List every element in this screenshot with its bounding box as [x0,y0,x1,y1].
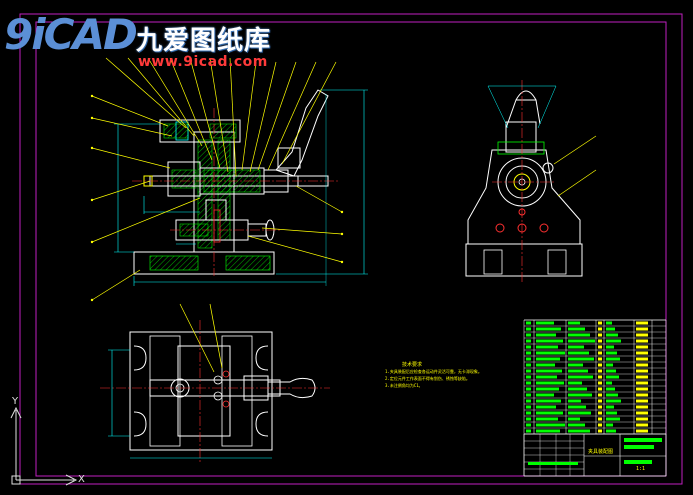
notes-line-2: 2.定位元件工作表面不得有划伤、锈蚀等缺陷。 [385,376,470,381]
outer-frame [19,13,683,485]
front-section-view[interactable] [90,57,368,302]
parts-list-table[interactable] [523,319,667,477]
side-view[interactable] [465,80,597,284]
site-watermark: 9iCAD 九爱图纸库 www.9icad.com [0,0,300,80]
notes-title: 技术要求 [402,362,423,368]
watermark-logo: 9iCAD [4,10,138,59]
watermark-url: www.9icad.com [138,54,268,70]
notes-line-1: 1.夹具装配后应检查各运动件灵活可靠，无卡滞现象。 [385,369,482,374]
ucs-x-label: X [78,474,85,485]
top-view[interactable] [100,303,330,462]
watermark-site-name: 九爱图纸库 [136,26,272,56]
title-block-drawing-name: 夹具装配图 [588,449,614,455]
ucs-icon [10,406,78,486]
inner-frame [35,21,667,477]
notes-line-3: 3.未注倒角均为C1。 [385,383,423,388]
ucs-y-label: Y [12,396,19,407]
title-block-scale: 1:1 [636,466,646,472]
